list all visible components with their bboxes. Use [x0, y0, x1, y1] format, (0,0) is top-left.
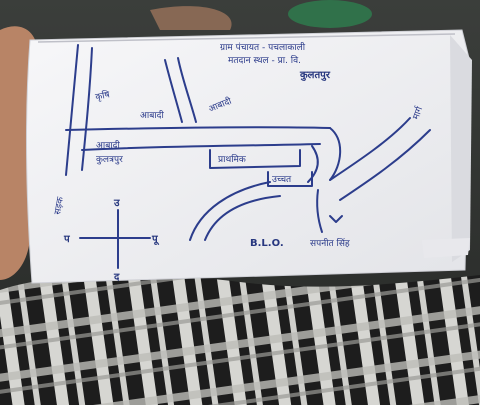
map-road-small: [316, 189, 323, 233]
header-line-2: मतदान स्थल - प्रा. वि.: [228, 54, 301, 66]
map-drawing: [65, 44, 431, 269]
paper-edge-bottom: [422, 238, 470, 258]
compass-west: प: [63, 234, 71, 245]
map-road-main-top: [65, 126, 331, 131]
label-locality-1: आबादी: [96, 139, 120, 151]
map-road-diag-1: [164, 59, 183, 123]
label-road-mid: आबादी: [140, 109, 164, 121]
map-road-right-curve-2: [307, 145, 319, 183]
map-road-diag-2: [177, 57, 197, 123]
map-road-left: [65, 44, 79, 176]
label-side-left: सड़क: [53, 195, 66, 215]
label-locality-3: प्राथमिक: [218, 153, 247, 165]
label-locality-2: कुलत्रपुर: [96, 155, 123, 165]
compass-south: द: [113, 272, 120, 283]
map-road-main-bottom: [81, 143, 321, 151]
plaid-cloth: [0, 274, 480, 405]
label-locality-4: उच्चत: [272, 175, 292, 185]
map-road-left-2: [81, 47, 93, 171]
header-line-3: कुलतपुर: [299, 70, 331, 81]
paper-sheet: [25, 29, 471, 284]
paper-edge: [450, 35, 472, 262]
green-object: [288, 0, 372, 28]
map-road-diag-right-2: [339, 129, 431, 201]
map-building-1: [209, 149, 301, 169]
finger-top: [150, 6, 232, 30]
label-road-top-left: कृषि: [94, 88, 111, 103]
blo-name: सपनीत सिंह: [310, 237, 350, 249]
map-road-lower-2: [204, 195, 281, 241]
map-building-2: [267, 171, 313, 187]
compass-north: उ: [113, 198, 120, 209]
map-road-right-curve: [329, 127, 342, 181]
blo-label: B.L.O.: [250, 238, 284, 249]
compass-east: पू: [151, 234, 160, 246]
map-road-lower-1: [189, 181, 271, 241]
map-road-diag-right: [329, 117, 411, 181]
header-line-1: ग्राम पंचायत - पचलाकाली: [220, 41, 306, 53]
arrow-down: [329, 215, 343, 223]
paper-top-edge: [37, 33, 456, 43]
